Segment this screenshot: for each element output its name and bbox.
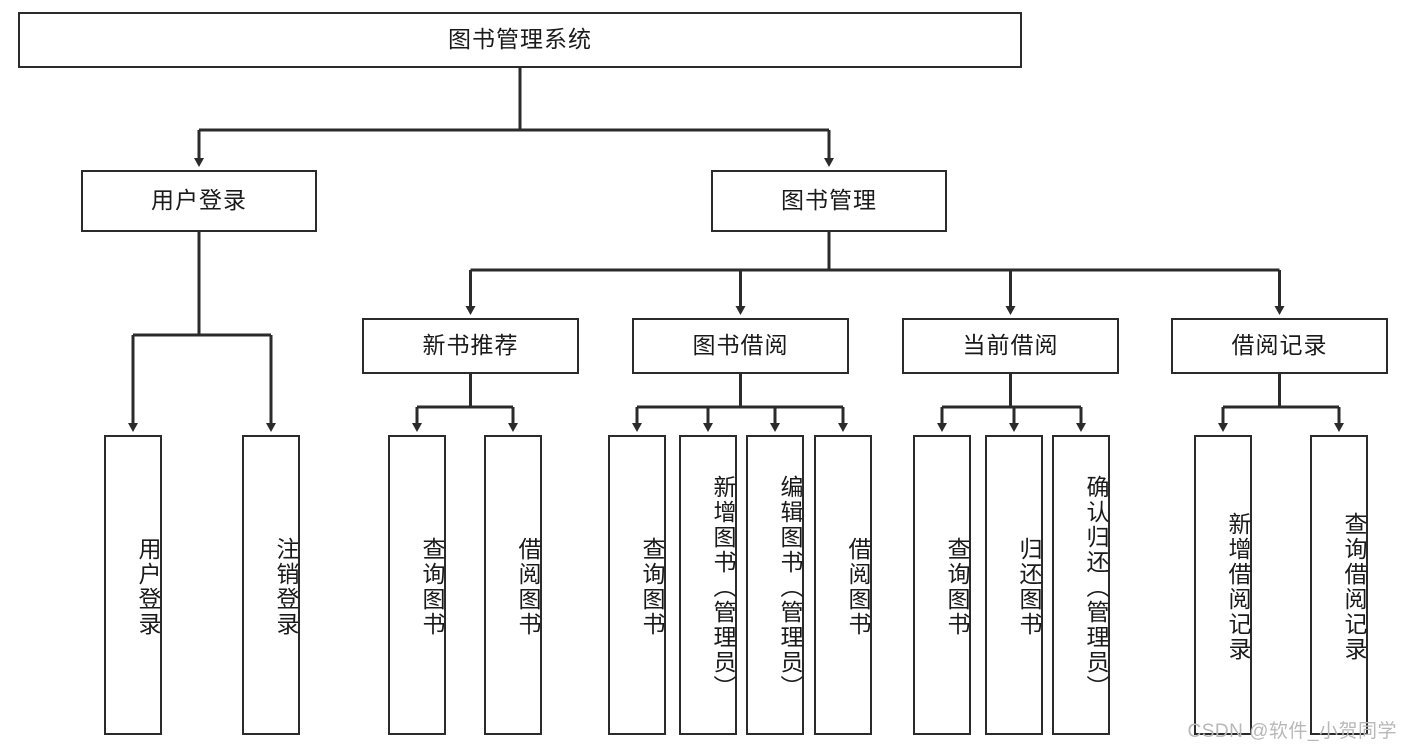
node-nb-borrow-book: 借阅图书: [484, 435, 542, 735]
node-label-book-borrow: 图书借阅: [692, 332, 789, 359]
node-bb-borrow-book: 借阅图书: [814, 435, 872, 735]
node-label-bb-edit-book: 编辑图书（管理员）: [777, 474, 803, 700]
node-label-br-query-record: 查询借阅记录: [1341, 512, 1367, 662]
node-cb-confirm-return: 确认归还（管理员）: [1052, 435, 1110, 735]
node-user-logout-leaf: 注销登录: [242, 435, 300, 735]
node-nb-query-book: 查询图书: [388, 435, 446, 735]
node-cb-query-book: 查询图书: [913, 435, 971, 735]
node-label-nb-borrow-book: 借阅图书: [515, 537, 541, 637]
node-label-book-management: 图书管理: [781, 187, 877, 214]
node-label-bb-borrow-book: 借阅图书: [845, 537, 871, 637]
node-new-book-recommend: 新书推荐: [362, 318, 579, 374]
node-label-user-login-leaf: 用户登录: [135, 537, 161, 637]
node-label-cb-confirm-return: 确认归还（管理员）: [1083, 474, 1109, 700]
node-label-cb-return-book: 归还图书: [1016, 537, 1042, 637]
node-label-current-borrow: 当前借阅: [962, 332, 1059, 359]
node-root: 图书管理系统: [18, 12, 1022, 68]
node-book-management: 图书管理: [711, 170, 947, 232]
node-label-bb-add-book: 新增图书（管理员）: [710, 474, 736, 700]
watermark-text: CSDN @软件_小贺同学: [1187, 721, 1397, 742]
node-label-nb-query-book: 查询图书: [419, 537, 445, 637]
node-bb-add-book: 新增图书（管理员）: [679, 435, 737, 735]
node-user-login: 用户登录: [81, 170, 317, 232]
node-label-new-book-recommend: 新书推荐: [422, 332, 519, 359]
node-label-cb-query-book: 查询图书: [944, 537, 970, 637]
node-bb-edit-book: 编辑图书（管理员）: [746, 435, 804, 735]
node-label-borrow-record: 借阅记录: [1231, 332, 1328, 359]
node-br-query-record: 查询借阅记录: [1310, 435, 1368, 735]
node-current-borrow: 当前借阅: [902, 318, 1119, 374]
node-label-bb-query-book: 查询图书: [639, 537, 665, 637]
node-borrow-record: 借阅记录: [1171, 318, 1388, 374]
node-label-user-logout-leaf: 注销登录: [273, 537, 299, 637]
node-label-root: 图书管理系统: [448, 26, 592, 53]
node-user-login-leaf: 用户登录: [104, 435, 162, 735]
node-bb-query-book: 查询图书: [608, 435, 666, 735]
node-label-br-add-record: 新增借阅记录: [1225, 512, 1251, 662]
node-br-add-record: 新增借阅记录: [1194, 435, 1252, 735]
node-book-borrow: 图书借阅: [632, 318, 849, 374]
node-cb-return-book: 归还图书: [985, 435, 1043, 735]
node-label-user-login: 用户登录: [151, 187, 247, 214]
